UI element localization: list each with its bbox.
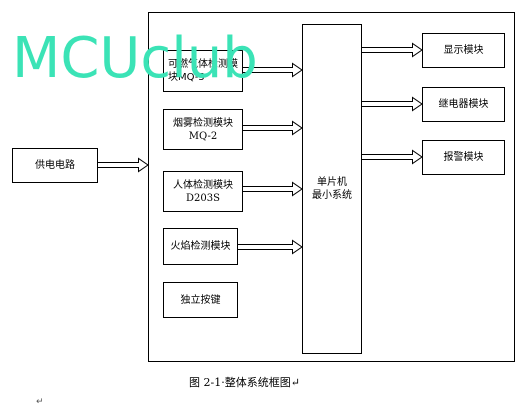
figure-caption: 图 2-1·整体系统框图↵ [189,376,300,389]
mcu-minimum-system-box: 单片机 最小系统 [302,24,362,354]
gas-detection-module-label: 可燃气体检测模 [168,59,238,70]
smoke-detection-module-box: 烟雾检测模块 MQ-2 [163,109,243,150]
gas-detection-module-box: 可燃气体检测模 块MQ-5 [163,50,243,92]
power-supply-box: 供电电路 [12,148,98,183]
power-supply-label: 供电电路 [35,160,75,171]
gas-detection-module-model: 块MQ-5 [168,72,205,83]
smoke-detection-module-label: 烟雾检测模块 [173,117,233,129]
mcu-label-line2: 最小系统 [312,190,352,201]
paragraph-mark: ↵ [36,397,44,407]
human-detection-module-box: 人体检测模块 D203S [163,171,243,212]
flame-detection-module-box: 火焰检测模块 [163,228,238,265]
arrow-power-to-system [98,157,149,173]
smoke-detection-module-model: MQ-2 [188,130,218,142]
flame-detection-module-label: 火焰检测模块 [170,241,231,252]
human-detection-module-model: D203S [186,192,220,204]
alarm-module-label: 报警模块 [443,152,484,163]
display-module-box: 显示模块 [422,33,505,68]
alarm-module-box: 报警模块 [422,140,505,175]
display-module-label: 显示模块 [443,45,484,56]
independent-keys-box: 独立按键 [163,282,238,318]
independent-keys-label: 独立按键 [180,294,221,306]
human-detection-module-label: 人体检测模块 [173,179,233,191]
mcu-label-line1: 单片机 [317,177,347,188]
relay-module-label: 继电器模块 [438,99,489,110]
relay-module-box: 继电器模块 [422,87,505,122]
system-boundary [148,12,515,362]
